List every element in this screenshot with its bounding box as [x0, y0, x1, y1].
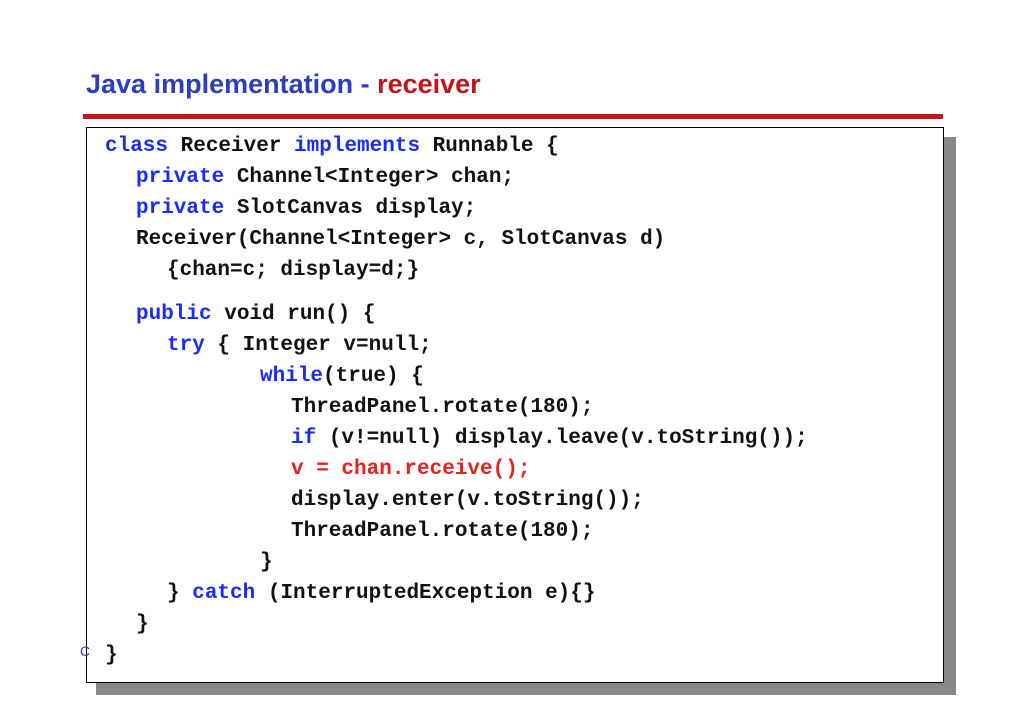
code-text: }: [260, 551, 273, 574]
code-line: public void run() {: [136, 300, 375, 330]
code-text: ThreadPanel.rotate(180);: [291, 520, 594, 543]
code-text: (InterruptedException e){}: [255, 582, 596, 605]
code-line: display.enter(v.toString());: [291, 486, 644, 516]
code-line: try { Integer v=null;: [167, 331, 432, 361]
code-line: }: [260, 548, 273, 578]
code-text: }: [167, 582, 193, 605]
code-line: Receiver(Channel<Integer> c, SlotCanvas …: [136, 225, 665, 255]
code-text: Channel<Integer> chan;: [224, 166, 515, 189]
code-highlight: v = chan.receive();: [291, 458, 531, 481]
code-keyword: implements: [294, 135, 421, 158]
code-line: class Receiver implements Runnable {: [105, 132, 559, 162]
code-keyword: if: [291, 427, 317, 450]
code-keyword: try: [167, 334, 205, 357]
code-keyword: while: [260, 365, 324, 388]
code-text: void run() {: [211, 303, 376, 326]
code-text: Runnable {: [420, 135, 559, 158]
code-text: {chan=c; display=d;}: [167, 259, 420, 282]
code-text: (true) {: [323, 365, 424, 388]
title-underline: [83, 114, 943, 119]
code-line: private Channel<Integer> chan;: [136, 163, 514, 193]
code-text: { Integer v=null;: [204, 334, 432, 357]
code-keyword: private: [136, 197, 225, 220]
code-line: }: [105, 641, 118, 671]
code-keyword: class: [105, 135, 169, 158]
code-line: while(true) {: [260, 362, 424, 392]
code-text: Receiver(Channel<Integer> c, SlotCanvas …: [136, 228, 666, 251]
title-main: Java implementation -: [86, 69, 378, 99]
title-accent: receiver: [377, 69, 481, 99]
code-text: }: [136, 613, 149, 636]
code-text: SlotCanvas display;: [224, 197, 477, 220]
code-text: (v!=null) display.leave(v.toString());: [316, 427, 808, 450]
code-line: private SlotCanvas display;: [136, 194, 476, 224]
code-line: } catch (InterruptedException e){}: [167, 579, 596, 609]
code-text: Receiver: [168, 135, 295, 158]
code-line: {chan=c; display=d;}: [167, 256, 419, 286]
code-line: v = chan.receive();: [291, 455, 530, 485]
code-text: }: [105, 644, 118, 667]
code-text: ThreadPanel.rotate(180);: [291, 396, 594, 419]
slide-title: Java implementation - receiver: [86, 64, 481, 104]
code-line: }: [136, 610, 149, 640]
code-line: ThreadPanel.rotate(180);: [291, 517, 593, 547]
page-marker: C: [80, 643, 91, 659]
code-keyword: catch: [192, 582, 256, 605]
code-line: ThreadPanel.rotate(180);: [291, 393, 593, 423]
code-line: if (v!=null) display.leave(v.toString())…: [291, 424, 808, 454]
code-keyword: private: [136, 166, 225, 189]
code-text: display.enter(v.toString());: [291, 489, 644, 512]
code-listing: class Receiver implements Runnable {priv…: [86, 127, 944, 683]
code-keyword: public: [136, 303, 212, 326]
